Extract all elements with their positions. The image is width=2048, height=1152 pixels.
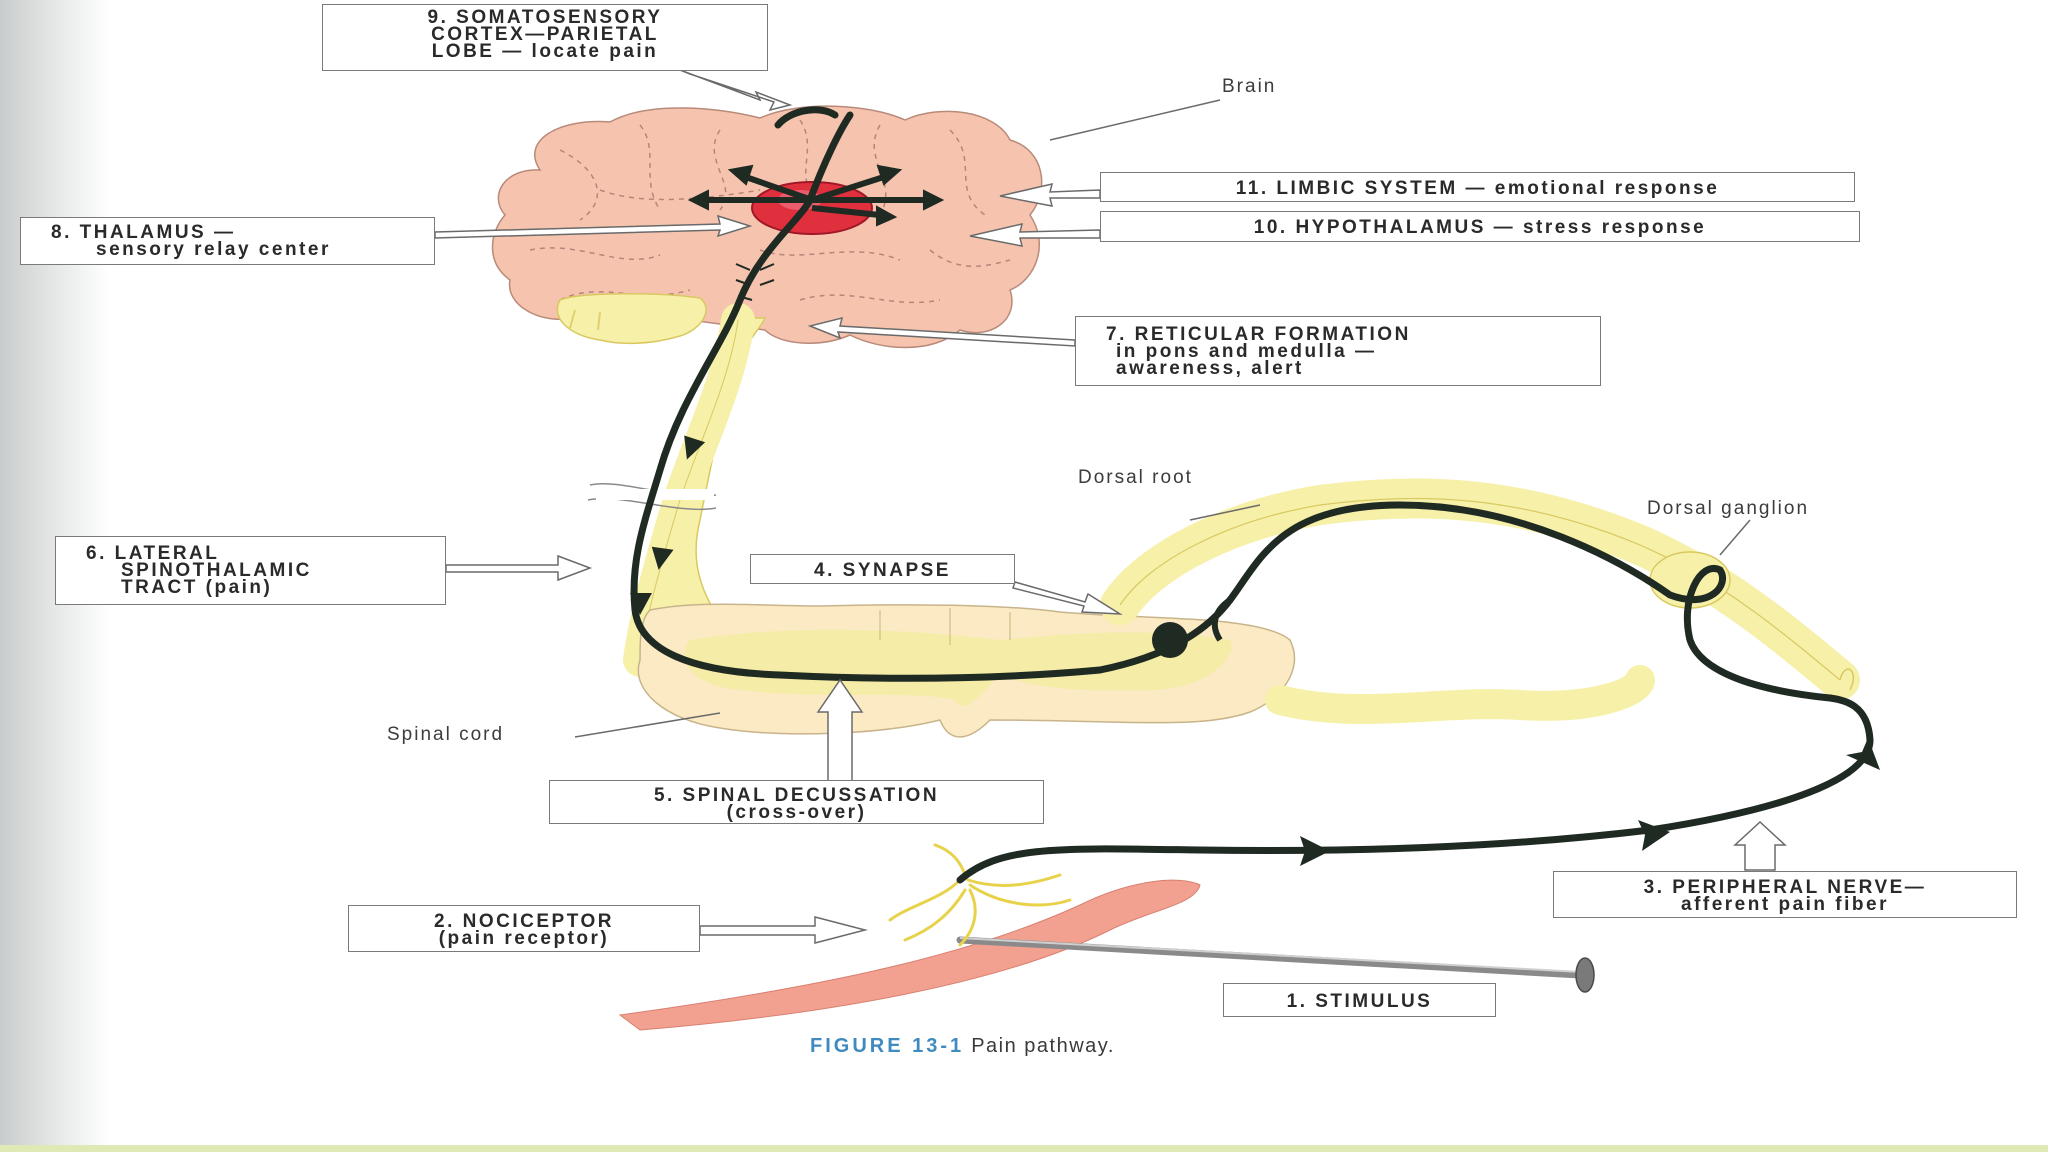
caption-text: Pain pathway. xyxy=(971,1035,1115,1057)
label-somatosensory-cortex: 9. SOMATOSENSORY CORTEX—PARIETAL LOBE — … xyxy=(322,4,768,71)
label-limbic-system: 11. LIMBIC SYSTEM — emotional response xyxy=(1100,172,1855,202)
nociceptor-endings xyxy=(888,843,1072,947)
pathway-arrowheads xyxy=(630,435,1880,866)
figure-number: FIGURE 13-1 xyxy=(810,1035,965,1057)
label-stimulus: 1. STIMULUS xyxy=(1223,983,1496,1017)
label-line: 8. THALAMUS — xyxy=(51,222,236,243)
ventral-root xyxy=(1265,665,1655,725)
label-line: TRACT (pain) xyxy=(121,577,273,598)
label-thalamus: 8. THALAMUS — sensory relay center xyxy=(20,217,435,265)
thin-leaders xyxy=(574,99,1751,738)
label-line: afferent pain fiber xyxy=(1681,894,1889,915)
pain-pathway-line xyxy=(630,106,1874,884)
brainstem xyxy=(556,293,707,345)
label-line: sensory relay center xyxy=(96,239,331,260)
label-reticular-formation: 7. RETICULAR FORMATION in pons and medul… xyxy=(1075,316,1601,386)
figure-caption: FIGURE 13-1 Pain pathway. xyxy=(810,1035,1115,1058)
label-peripheral-nerve: 3. PERIPHERAL NERVE— afferent pain fiber xyxy=(1553,871,2017,918)
label-line: 10. HYPOTHALAMUS — stress response xyxy=(1253,217,1707,238)
nail-stimulus xyxy=(956,936,1584,979)
synapse-node xyxy=(1152,622,1188,658)
label-dorsal-ganglion: Dorsal ganglion xyxy=(1647,498,1810,519)
label-line: 7. RETICULAR FORMATION xyxy=(1106,324,1411,345)
label-spinal-decussation: 5. SPINAL DECUSSATION (cross-over) xyxy=(549,780,1044,824)
label-spinal-cord: Spinal cord xyxy=(387,724,505,745)
label-line: CORTEX—PARIETAL xyxy=(431,24,659,45)
label-line: 11. LIMBIC SYSTEM — emotional response xyxy=(1235,178,1720,199)
reticular-fibers xyxy=(735,263,775,301)
label-line: awareness, alert xyxy=(1116,358,1304,379)
label-synapse: 4. SYNAPSE xyxy=(750,554,1015,584)
cerebrum xyxy=(491,105,1043,349)
brain-illustration xyxy=(491,105,1043,349)
label-lateral-spinothalamic-tract: 6. LATERAL SPINOTHALAMIC TRACT (pain) xyxy=(55,536,446,605)
label-line: LOBE — locate pain xyxy=(431,41,659,62)
label-hypothalamus: 10. HYPOTHALAMUS — stress response xyxy=(1100,211,1860,242)
label-line: SPINOTHALAMIC xyxy=(121,560,312,581)
label-brain: Brain xyxy=(1222,76,1277,97)
spinal-cord-cross-section xyxy=(637,603,1296,738)
label-line: (cross-over) xyxy=(726,802,867,823)
label-line: 3. PERIPHERAL NERVE— xyxy=(1643,877,1927,898)
label-line: 1. STIMULUS xyxy=(1286,991,1433,1012)
label-line: 4. SYNAPSE xyxy=(814,560,951,581)
radiating-arrows xyxy=(687,164,945,227)
leader-arrows xyxy=(434,69,1787,944)
label-dorsal-root: Dorsal root xyxy=(1078,467,1193,488)
label-line: 2. NOCICEPTOR xyxy=(434,911,614,932)
label-line: (pain receptor) xyxy=(438,928,610,949)
label-line: 6. LATERAL xyxy=(86,543,220,564)
label-line: in pons and medulla — xyxy=(1116,341,1377,362)
label-line: 9. SOMATOSENSORY xyxy=(427,7,663,28)
skin-tissue xyxy=(618,879,1201,1031)
label-nociceptor: 2. NOCICEPTOR (pain receptor) xyxy=(348,905,700,952)
label-line: 5. SPINAL DECUSSATION xyxy=(653,785,940,806)
slide-bottom-bar xyxy=(0,1145,2048,1152)
